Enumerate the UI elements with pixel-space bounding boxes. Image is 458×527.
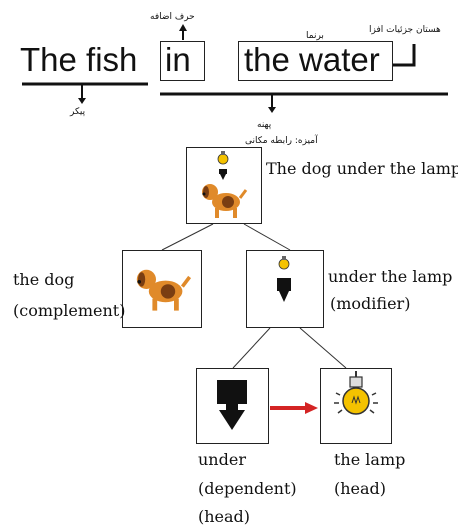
under-arrow-icon — [219, 169, 227, 180]
preposition-label: حرف اضافه — [150, 12, 195, 22]
dependent-label-line3: (head) — [198, 507, 251, 526]
lamp-icon — [278, 256, 290, 270]
subject-text: The fish — [20, 41, 138, 78]
ground-label: پهنه — [257, 120, 272, 130]
under-arrow-icon — [277, 278, 291, 302]
preposition-box — [160, 41, 205, 81]
dog-icon — [136, 269, 192, 311]
dependent-label-line2: (dependent) — [198, 479, 297, 498]
lamp-icon — [334, 371, 378, 415]
relation-label: آمیزه: رابطه مکانی — [245, 136, 318, 146]
complement-label-line1: the dog — [13, 270, 75, 289]
object-text: the water — [244, 41, 380, 78]
lamp-icon — [217, 151, 229, 165]
under-arrow-icon — [217, 380, 247, 430]
head-label-line1: the lamp — [334, 450, 406, 469]
modifier-node-box — [246, 250, 324, 328]
preposition-text: in — [165, 41, 191, 78]
root-node-box — [186, 147, 262, 224]
dependent-node-box — [196, 368, 269, 444]
root-label: The dog under the lamp — [266, 159, 458, 178]
object-box — [238, 41, 393, 81]
dependent-label-line1: under — [198, 450, 246, 469]
subject-label: پیکر — [70, 107, 86, 117]
complement-node-box — [122, 250, 202, 328]
complement-label-line2: (complement) — [13, 301, 126, 320]
modifier-label-line2: (modifier) — [330, 294, 411, 313]
head-label-line2: (head) — [334, 479, 387, 498]
dog-icon — [202, 184, 248, 218]
modifier-label-line1: under the lamp — [328, 267, 453, 286]
object-detail-label: هستان جزئیات افزا — [369, 25, 441, 35]
object-label: برنما — [306, 31, 324, 41]
head-node-box — [320, 368, 392, 444]
